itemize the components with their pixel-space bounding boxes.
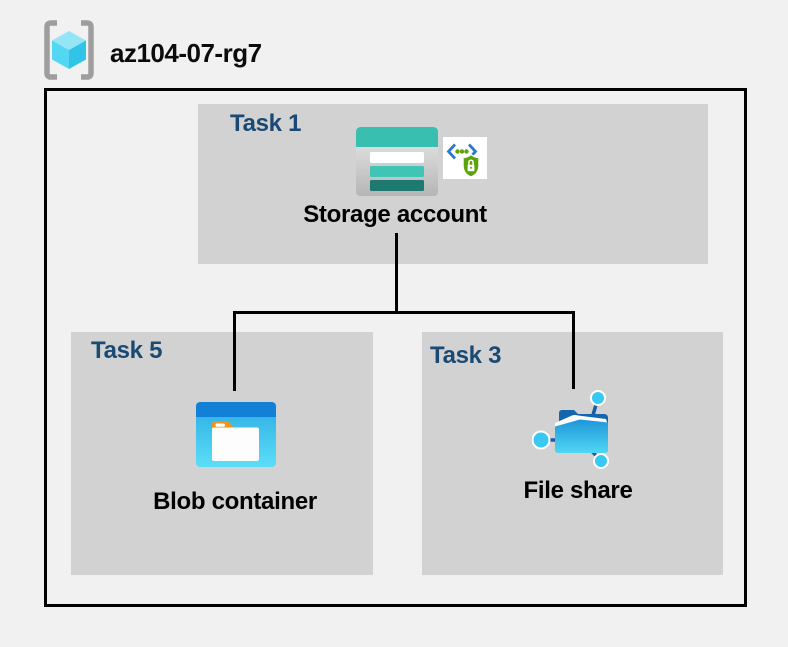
blob-container-label: Blob container <box>153 488 317 515</box>
task1-label: Task 1 <box>230 110 302 137</box>
task-box-1: Task 1 <box>198 104 708 264</box>
resource-group-boundary <box>44 88 747 607</box>
blob-container-icon <box>196 402 276 467</box>
secure-access-icon <box>443 137 487 179</box>
file-share-label: File share <box>523 477 633 504</box>
storage-account-icon <box>356 127 438 196</box>
resource-group-icon <box>44 20 94 80</box>
task5-label: Task 5 <box>91 337 163 364</box>
connector-storage-down <box>395 233 398 314</box>
connector-to-file-share <box>572 311 575 389</box>
connector-horizontal <box>233 311 575 314</box>
resource-group-name: az104-07-rg7 <box>110 38 262 68</box>
storage-account-label: Storage account <box>303 201 487 228</box>
file-share-icon <box>532 390 609 469</box>
connector-to-blob-container <box>233 311 236 391</box>
task3-label: Task 3 <box>430 342 502 369</box>
